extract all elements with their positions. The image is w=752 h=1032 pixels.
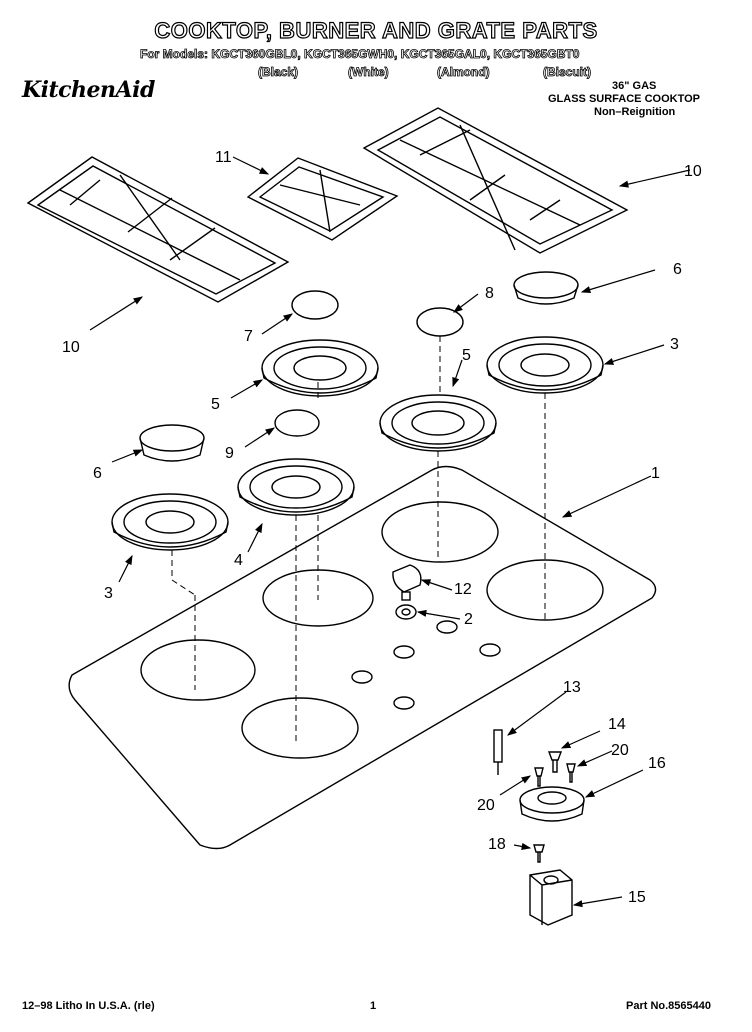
screw-20-left xyxy=(534,767,544,787)
footer-page-number: 1 xyxy=(370,1000,377,1012)
callout-14: 14 xyxy=(608,716,626,733)
screw-14 xyxy=(547,751,563,773)
footer-part-number: Part No.8565440 xyxy=(626,1000,711,1012)
valve-15 xyxy=(529,869,573,926)
callout-13: 13 xyxy=(563,679,581,696)
callout-6-right: 6 xyxy=(673,261,682,278)
callout-6-left: 6 xyxy=(93,465,102,482)
burner-cap-7 xyxy=(291,290,339,320)
burner-cap-8 xyxy=(416,307,464,337)
color-white: (White) xyxy=(348,65,389,80)
callout-9: 9 xyxy=(225,445,234,462)
page-title: COOKTOP, BURNER AND GRATE PARTS xyxy=(154,17,598,43)
grate-center xyxy=(246,157,399,241)
electrode-13 xyxy=(493,729,503,775)
grate-left xyxy=(26,156,290,303)
callout-4: 4 xyxy=(234,552,243,569)
burner-base-3-left xyxy=(111,493,229,551)
model-numbers: For Models: KGCT360GBL0, KGCT365GWH0, KG… xyxy=(140,47,580,62)
burner-cap-9 xyxy=(274,409,320,437)
callout-10-right: 10 xyxy=(684,163,702,180)
brand-logo: KitchenAid xyxy=(22,77,155,103)
burner-base-16 xyxy=(519,786,585,822)
screw-20-right xyxy=(566,763,576,783)
grate-right xyxy=(362,107,629,254)
burner-base-5-left xyxy=(261,339,379,397)
callout-5-right: 5 xyxy=(462,347,471,364)
callout-5-left: 5 xyxy=(211,396,220,413)
callout-16: 16 xyxy=(648,755,666,772)
spec-glass: GLASS SURFACE COOKTOP xyxy=(548,93,700,105)
burner-cap-6-left xyxy=(139,424,205,462)
callout-2: 2 xyxy=(464,611,473,628)
color-black: (Black) xyxy=(258,65,299,80)
callout-12: 12 xyxy=(454,581,472,598)
bezel-2 xyxy=(395,604,417,620)
callout-7: 7 xyxy=(244,328,253,345)
burner-base-5-right xyxy=(379,394,497,452)
cooktop-glass xyxy=(68,465,657,850)
spec-gas: 36" GAS xyxy=(612,80,657,92)
callout-20-left: 20 xyxy=(477,797,495,814)
callout-20-right: 20 xyxy=(611,742,629,759)
spec-reignition: Non–Reignition xyxy=(594,106,676,118)
callout-3-left: 3 xyxy=(104,585,113,602)
color-biscuit: (Biscuit) xyxy=(543,65,592,80)
footer-litho: 12–98 Litho In U.S.A. (rle) xyxy=(22,1000,155,1012)
callout-18: 18 xyxy=(488,836,506,853)
screw-18 xyxy=(533,844,545,863)
color-almond: (Almond) xyxy=(437,65,490,80)
burner-base-3-right xyxy=(486,336,604,394)
control-knob-12 xyxy=(392,564,422,601)
burner-cap-6-right xyxy=(513,271,579,305)
callout-15: 15 xyxy=(628,889,646,906)
callout-3-right: 3 xyxy=(670,336,679,353)
callout-8: 8 xyxy=(485,285,494,302)
callout-10-left: 10 xyxy=(62,339,80,356)
callout-11: 11 xyxy=(215,149,232,166)
burner-base-4 xyxy=(237,458,355,516)
callout-1: 1 xyxy=(651,465,660,482)
